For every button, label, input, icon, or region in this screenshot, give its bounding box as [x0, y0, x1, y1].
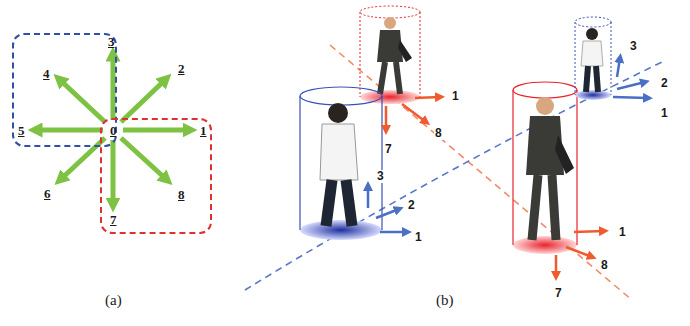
direction-number: 2	[407, 199, 416, 212]
direction-number: 1	[451, 90, 460, 103]
panel-caption: (a)	[105, 292, 122, 309]
direction-number: 1	[660, 107, 669, 120]
red-direction-arrows	[386, 97, 604, 276]
direction-number: 3	[629, 40, 638, 53]
direction-number: 1	[200, 124, 207, 138]
direction-number: 6	[44, 187, 51, 201]
direction-number: 7	[110, 213, 117, 227]
direction-number: 3	[376, 170, 385, 183]
blue-trajectory	[245, 62, 662, 290]
blue-cylinder-left	[300, 87, 382, 240]
direction-number: 5	[18, 124, 25, 138]
direction-number: 2	[178, 62, 185, 76]
blue-direction-arrows	[368, 58, 648, 232]
panel-caption: (b)	[436, 292, 454, 309]
direction-number: 8	[178, 188, 185, 202]
red-cylinder-right	[513, 82, 577, 254]
direction-number: 8	[600, 259, 609, 272]
direction-number: 1	[618, 226, 627, 239]
direction-number: 8	[434, 127, 443, 140]
direction-group: 1 8 7	[100, 118, 212, 234]
red-trajectory	[330, 45, 632, 300]
direction-number: 7	[554, 287, 563, 300]
direction-arrows	[35, 54, 190, 205]
direction-number: 2	[660, 77, 669, 90]
center-number: 0	[110, 124, 117, 138]
blue-cylinder-right	[575, 17, 611, 100]
direction-number: 4	[43, 67, 50, 81]
direction-number: 3	[108, 35, 115, 49]
direction-number: 1	[414, 231, 423, 244]
direction-number: 7	[384, 143, 393, 156]
